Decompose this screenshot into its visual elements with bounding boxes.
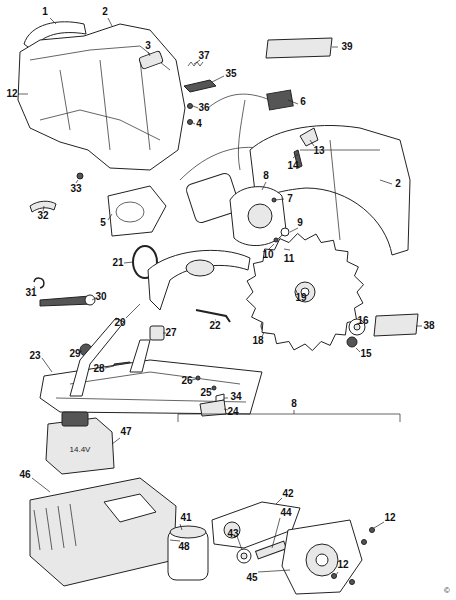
bevel-bracket bbox=[70, 318, 124, 396]
bevel-knob bbox=[150, 326, 164, 340]
callout-number: 28 bbox=[93, 364, 104, 374]
callout-number: 39 bbox=[341, 42, 352, 52]
callout-number: 5 bbox=[100, 218, 106, 228]
callout-number: 41 bbox=[180, 513, 191, 523]
gear-plate bbox=[282, 520, 362, 594]
callout-number: 33 bbox=[70, 184, 81, 194]
screw bbox=[188, 120, 193, 125]
callout-number: 15 bbox=[360, 349, 371, 359]
leader-lines bbox=[18, 18, 422, 575]
callout-number: 25 bbox=[200, 388, 211, 398]
callout-number: 8 bbox=[263, 171, 269, 181]
dust-port bbox=[108, 186, 166, 236]
callout-number: 37 bbox=[198, 51, 209, 61]
callout-number: 4 bbox=[196, 119, 202, 129]
callout-number: 14 bbox=[287, 161, 298, 171]
callout-number: 29 bbox=[69, 349, 80, 359]
callout-number: 38 bbox=[423, 321, 434, 331]
blade-bolt bbox=[347, 337, 357, 347]
gear-housing bbox=[230, 187, 286, 246]
screw bbox=[77, 173, 83, 179]
callout-number: 32 bbox=[37, 211, 48, 221]
left-housing bbox=[18, 24, 185, 170]
callout-number: 10 bbox=[262, 250, 273, 260]
copyright-mark: © bbox=[444, 587, 450, 595]
callout-number: 2 bbox=[395, 179, 401, 189]
blade-outline bbox=[246, 233, 363, 350]
callout-number: 18 bbox=[252, 336, 263, 346]
callout-number: 3 bbox=[145, 41, 151, 51]
callout-number: 24 bbox=[227, 407, 238, 417]
label-plate bbox=[266, 38, 332, 58]
lower-guard bbox=[148, 250, 250, 310]
callout-number: 36 bbox=[198, 103, 209, 113]
blade-hub bbox=[295, 282, 315, 302]
terminal-block bbox=[267, 90, 293, 110]
callout-number: 22 bbox=[209, 321, 220, 331]
callout-number: 26 bbox=[181, 376, 192, 386]
charger bbox=[30, 478, 176, 586]
screw bbox=[370, 528, 375, 533]
inset-bracket bbox=[178, 410, 400, 422]
screw bbox=[362, 540, 367, 545]
callout-number: 27 bbox=[165, 328, 176, 338]
screw bbox=[332, 574, 337, 579]
callout-number: 8 bbox=[291, 399, 297, 409]
callout-number: 35 bbox=[225, 69, 236, 79]
callout-number: 45 bbox=[246, 573, 257, 583]
callout-number: 44 bbox=[280, 508, 291, 518]
callout-number: 47 bbox=[120, 427, 131, 437]
callout-number: 42 bbox=[282, 489, 293, 499]
callout-number: 43 bbox=[227, 529, 238, 539]
callout-number: 30 bbox=[95, 292, 106, 302]
callout-number: 7 bbox=[287, 194, 293, 204]
callout-number: 6 bbox=[300, 97, 306, 107]
callout-number: 12 bbox=[337, 560, 348, 570]
callout-number: 48 bbox=[178, 542, 189, 552]
callout-number: 16 bbox=[357, 316, 368, 326]
callout-number: 12 bbox=[6, 89, 17, 99]
label-plate bbox=[374, 314, 418, 336]
saw-blade bbox=[246, 233, 363, 350]
lever bbox=[40, 296, 92, 306]
bearing bbox=[237, 549, 251, 563]
callout-number: 9 bbox=[297, 218, 303, 228]
spindle bbox=[256, 541, 287, 559]
callout-number: 19 bbox=[295, 293, 306, 303]
voltage-mark: 14.4V bbox=[70, 446, 91, 454]
callout-number: 1 bbox=[42, 7, 48, 17]
lock-button bbox=[184, 80, 216, 92]
clip bbox=[34, 278, 44, 288]
arbor-lock bbox=[300, 128, 318, 146]
callout-number: 2 bbox=[102, 7, 108, 17]
callout-number: 34 bbox=[230, 392, 241, 402]
callout-number: 21 bbox=[112, 258, 123, 268]
callout-number: 13 bbox=[313, 146, 324, 156]
callout-number: 20 bbox=[114, 318, 125, 328]
switch bbox=[139, 51, 164, 70]
callout-number: 46 bbox=[19, 470, 30, 480]
callout-number: 11 bbox=[284, 254, 295, 264]
screw bbox=[350, 580, 355, 585]
guide-plate bbox=[200, 400, 226, 416]
callout-number: 12 bbox=[384, 513, 395, 523]
callout-number: 31 bbox=[25, 288, 36, 298]
screw bbox=[188, 104, 193, 109]
washer bbox=[281, 228, 289, 236]
callout-number: 23 bbox=[29, 351, 40, 361]
